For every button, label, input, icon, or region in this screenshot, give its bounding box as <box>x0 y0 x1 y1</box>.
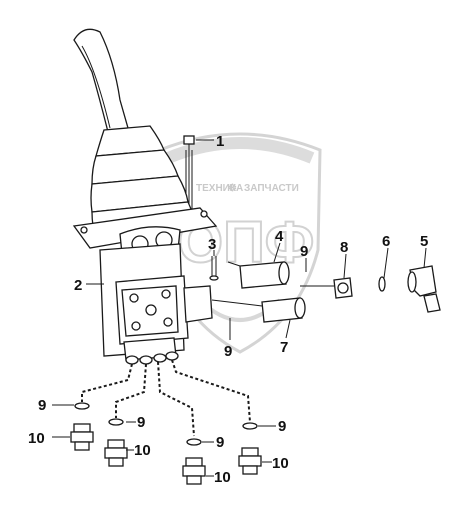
callout-9-lower-c: 9 <box>216 434 224 451</box>
callout-10-c: 10 <box>214 469 231 486</box>
part-6-seal <box>378 276 386 292</box>
part-4-sleeve <box>227 261 290 289</box>
part-2-valve-body <box>99 243 213 365</box>
lower-washer-a <box>74 402 90 410</box>
part-7-fitting <box>211 297 306 323</box>
part-8-adapter <box>300 277 353 299</box>
watermark-gear-icon: ⚙ <box>228 183 237 194</box>
callouts: 1 2 3 4 5 6 7 8 9 9 9 9 9 9 10 10 10 10 <box>28 133 428 486</box>
part-1-bolt <box>183 135 195 210</box>
lower-nipple-d <box>238 447 262 475</box>
hose-routes <box>81 359 251 437</box>
joystick-handle <box>73 28 129 133</box>
callout-2: 2 <box>74 277 82 294</box>
callout-9-middle: 9 <box>224 343 232 360</box>
watermark-text-left: ТЕХНИКА <box>196 183 243 194</box>
callout-4: 4 <box>275 228 284 245</box>
part-3-pin <box>209 256 219 281</box>
callout-9-upper: 9 <box>300 243 308 260</box>
callout-9-lower-b: 9 <box>137 414 145 431</box>
callout-9-lower-a: 9 <box>38 397 46 414</box>
callout-7: 7 <box>280 339 288 356</box>
lower-washer-d <box>242 422 258 430</box>
lower-nipple-a <box>70 423 94 451</box>
callout-3: 3 <box>208 236 216 253</box>
lower-nipple-c <box>182 457 206 485</box>
callout-5: 5 <box>420 233 428 250</box>
lower-washer-c <box>186 438 202 446</box>
leader-lines <box>52 139 427 477</box>
callout-6: 6 <box>382 233 390 250</box>
watermark-band <box>165 137 315 164</box>
callout-9-lower-d: 9 <box>278 418 286 435</box>
callout-1: 1 <box>216 133 224 150</box>
lower-nipple-b <box>104 439 128 467</box>
watermark-text-right: ЗАПЧАСТИ <box>244 183 299 194</box>
callout-10-a: 10 <box>28 430 45 447</box>
callout-10-b: 10 <box>134 442 151 459</box>
lower-washer-b <box>108 418 124 426</box>
callout-8: 8 <box>340 239 348 256</box>
part-5-elbow <box>407 265 441 313</box>
callout-10-d: 10 <box>272 455 289 472</box>
